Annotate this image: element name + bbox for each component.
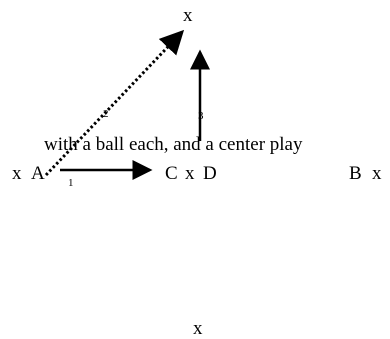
player-b-marker: x [372,163,382,184]
arrow-3-label: 3 [198,110,204,122]
player-a-label: A [31,163,45,184]
player-d-label: D [203,163,217,184]
top-player-marker: x [183,5,193,26]
player-c-label: C [165,163,178,184]
bottom-player-marker: x [193,318,203,339]
caption-text: with a ball each, and a center play [44,135,303,154]
arrow-2-label: 2 [103,108,109,120]
arrow-1-label: 1 [68,177,74,189]
player-a-marker: x [12,163,22,184]
player-cd-marker: x [185,163,195,184]
player-b-label: B [349,163,362,184]
